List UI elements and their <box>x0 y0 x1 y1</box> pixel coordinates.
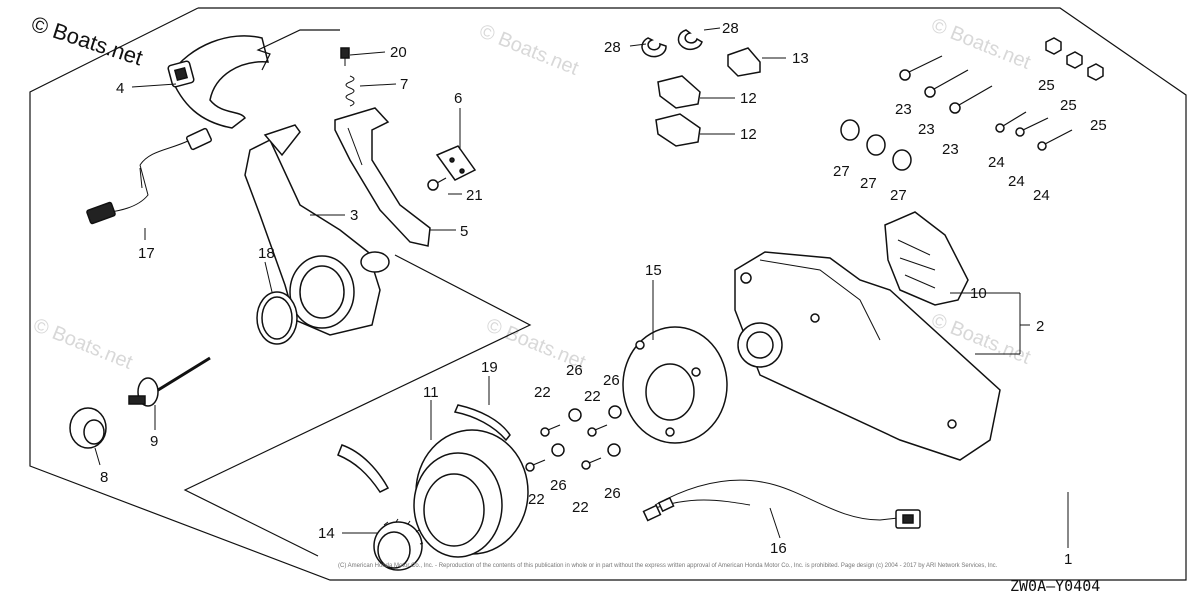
plate-hole <box>459 168 465 174</box>
callout-1: 1 <box>1064 551 1072 568</box>
watermark-faint: © Boats.net <box>30 314 136 374</box>
callout-17: 17 <box>138 245 155 262</box>
subassembly-outline <box>183 254 532 557</box>
cap-inner <box>83 419 105 445</box>
callout-22d: 22 <box>572 499 589 516</box>
nuts-washers <box>840 37 1104 171</box>
callout-25b: 25 <box>1060 97 1077 114</box>
callout-27a: 27 <box>833 163 850 180</box>
callout-14: 14 <box>318 525 335 542</box>
drum <box>413 429 529 558</box>
callout-26c: 26 <box>550 477 567 494</box>
long-screws <box>899 55 1073 151</box>
callout-7: 7 <box>400 76 408 93</box>
mount-plate <box>884 211 969 306</box>
clips-blocks <box>641 29 761 147</box>
callout-12b: 12 <box>740 126 757 143</box>
outer-frame <box>29 7 1187 581</box>
callout-16: 16 <box>770 540 787 557</box>
callout-26a: 26 <box>566 362 583 379</box>
control-box <box>734 251 1001 461</box>
callout-23b: 23 <box>918 121 935 138</box>
callout-13: 13 <box>792 50 809 67</box>
callout-28b: 28 <box>722 20 739 37</box>
disc-plate <box>622 326 728 444</box>
watermark-faint: © Boats.net <box>476 20 582 80</box>
screw-spring <box>340 47 355 107</box>
callout-24b: 24 <box>1008 173 1025 190</box>
leader-lines <box>94 27 1069 548</box>
callout-11: 11 <box>423 384 439 401</box>
callout-24a: 24 <box>988 154 1005 171</box>
callout-15: 15 <box>645 262 662 279</box>
lock-plate <box>435 145 477 181</box>
callout-4: 4 <box>116 80 124 97</box>
callout-9: 9 <box>150 433 158 450</box>
callout-23c: 23 <box>942 141 959 158</box>
callout-25c: 25 <box>1090 117 1107 134</box>
callout-26d: 26 <box>604 485 621 502</box>
lever-grip <box>167 29 340 129</box>
callout-19: 19 <box>481 359 498 376</box>
callout-23a: 23 <box>895 101 912 118</box>
callout-10: 10 <box>970 285 987 302</box>
plate-hole <box>449 157 455 163</box>
bracket-arm <box>334 107 431 247</box>
callout-22b: 22 <box>584 388 601 405</box>
callout-18: 18 <box>258 245 275 262</box>
watermark-main: © Boats.net <box>28 11 145 70</box>
callout-21: 21 <box>466 187 483 204</box>
o-ring-inner <box>261 296 293 340</box>
callout-22c: 22 <box>528 491 545 508</box>
callout-3: 3 <box>350 207 358 224</box>
screw-21 <box>427 177 447 191</box>
pivot-shaft <box>128 356 211 407</box>
callout-28a: 28 <box>604 39 621 56</box>
friction-pad <box>337 444 390 493</box>
lever-arm <box>244 124 390 336</box>
callout-20: 20 <box>390 44 407 61</box>
friction-strip <box>453 404 511 442</box>
callout-5: 5 <box>460 223 468 240</box>
callout-24c: 24 <box>1033 187 1050 204</box>
callout-27c: 27 <box>890 187 907 204</box>
callout-2: 2 <box>1036 318 1044 335</box>
copyright-note: (C) American Honda Motor Co., Inc. - Rep… <box>338 563 998 569</box>
callout-6: 6 <box>454 90 462 107</box>
callout-25a: 25 <box>1038 77 1055 94</box>
callout-22a: 22 <box>534 384 551 401</box>
callouts: 1 2 3 4 5 6 7 8 9 10 11 12 12 13 14 15 1… <box>100 20 1107 568</box>
screws-washers <box>525 405 622 472</box>
callout-27b: 27 <box>860 175 877 192</box>
switch-harness <box>86 127 213 225</box>
callout-8: 8 <box>100 469 108 486</box>
watermark-faint: © Boats.net <box>928 14 1034 74</box>
callout-26b: 26 <box>603 372 620 389</box>
diagram-code: ZW0A—Y0404 <box>1010 577 1100 595</box>
wire-harness <box>642 479 921 529</box>
callout-12a: 12 <box>740 90 757 107</box>
gear-ring <box>373 518 424 571</box>
